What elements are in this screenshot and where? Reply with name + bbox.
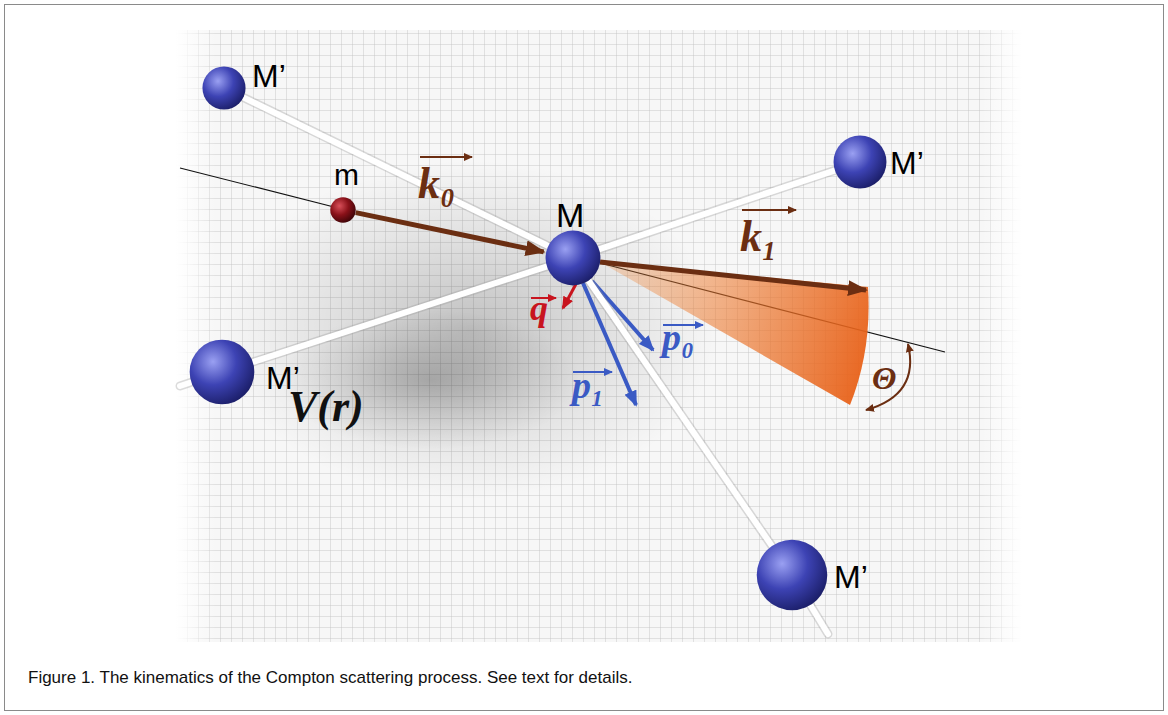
rod-extension xyxy=(180,372,828,634)
space-grid xyxy=(176,30,1022,642)
rod-shadow xyxy=(589,281,772,545)
lattice-rod xyxy=(253,267,546,362)
momentum-transfer-arrow xyxy=(563,284,576,308)
atom-ball xyxy=(190,340,255,405)
figure-frame xyxy=(5,5,1164,711)
vector-label: p₀ xyxy=(662,318,694,356)
grid-fade xyxy=(176,30,216,642)
atom-ball xyxy=(757,540,828,611)
scattered-momentum-arrow xyxy=(600,262,866,290)
rod-shadow xyxy=(244,98,548,246)
particle-label: M’ xyxy=(834,561,868,593)
atom-sphere xyxy=(756,539,828,611)
figure-caption: Figure 1. The kinematics of the Compton … xyxy=(28,668,632,688)
atom-sphere xyxy=(189,339,255,405)
angle-label: Θ xyxy=(872,362,896,394)
potential-well-deep xyxy=(280,310,580,450)
rod-line xyxy=(600,171,835,250)
lattice-atom: M’ xyxy=(756,539,828,611)
atom-sphere xyxy=(202,66,246,110)
lattice-atom: M’ xyxy=(833,135,887,189)
atom-sphere xyxy=(833,135,887,189)
lattice-rod xyxy=(589,281,772,545)
lattice-rod xyxy=(600,171,835,250)
atom-sphere xyxy=(545,230,601,286)
angle-arc xyxy=(866,344,910,410)
rod-shadow xyxy=(600,171,835,250)
particle-label: M’ xyxy=(890,147,924,179)
incoming-path-line xyxy=(180,168,334,207)
vector-label: q xyxy=(530,290,548,326)
vector-label: k₀ xyxy=(418,162,455,206)
particle-label: m xyxy=(334,160,359,190)
rod-line xyxy=(244,98,548,246)
particle-label: M xyxy=(556,198,584,232)
target-atom: M xyxy=(545,230,601,286)
particle-label: M’ xyxy=(252,60,286,92)
rod-line xyxy=(589,281,772,545)
vector-label: k₁ xyxy=(740,215,777,259)
lattice-atom: M’ xyxy=(189,339,255,405)
lattice-atom: M’ xyxy=(202,66,246,110)
vector-accents xyxy=(420,157,796,372)
atom-sphere xyxy=(330,197,356,223)
rod-line xyxy=(253,267,546,362)
vector-label: p₁ xyxy=(572,366,604,404)
atom-ball xyxy=(330,197,355,222)
lattice-rod xyxy=(244,98,548,246)
grid-fade xyxy=(982,30,1022,642)
atom-ball xyxy=(546,231,601,286)
atom-ball xyxy=(834,136,887,189)
projectile-particle: m xyxy=(330,197,356,223)
potential-label: V(r) xyxy=(288,385,364,429)
rod-shadow xyxy=(253,267,546,362)
atom-ball xyxy=(202,66,245,109)
